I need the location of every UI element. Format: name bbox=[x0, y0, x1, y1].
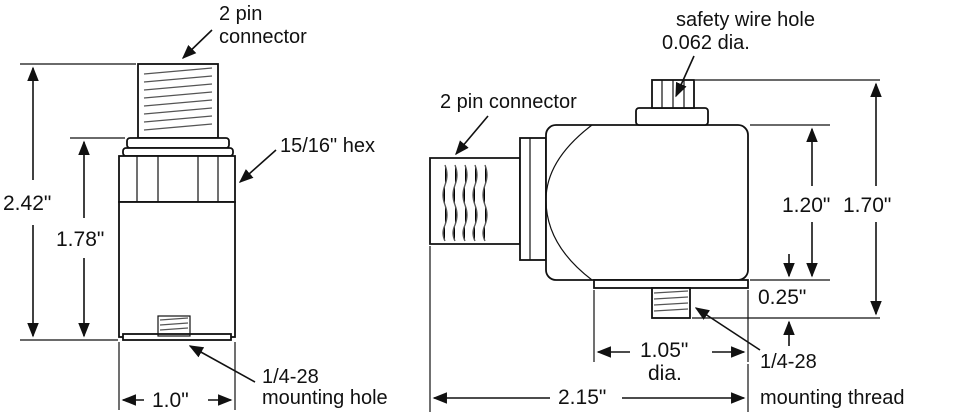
side-mount-leader bbox=[188, 345, 256, 383]
mounting-thread-label-line2: mounting thread bbox=[760, 387, 905, 409]
top-cap bbox=[635, 107, 709, 126]
safety-wire-leader bbox=[675, 55, 695, 98]
top-connector-threads bbox=[442, 164, 488, 242]
top-view: 1.70" 1.20" 0.25" 1.05" dia. 2.15" safet… bbox=[429, 9, 905, 412]
top-body bbox=[545, 124, 749, 281]
safety-wire-label-line2: 0.062 dia. bbox=[662, 32, 750, 54]
dim-text-1-05: 1.05" bbox=[640, 339, 688, 362]
side-mount-label-line1: 1/4-28 bbox=[262, 366, 319, 388]
side-collar bbox=[126, 137, 230, 149]
side-view: 2.42" 1.78" 1.0" 2 pin connector 15/16" … bbox=[3, 3, 388, 412]
side-base bbox=[122, 333, 232, 341]
mounting-thread-label-line1: 1/4-28 bbox=[760, 351, 817, 373]
top-base bbox=[593, 279, 749, 289]
top-connector-label: 2 pin connector bbox=[440, 91, 577, 113]
side-hex-leader bbox=[238, 149, 277, 183]
side-connector-leader bbox=[181, 29, 213, 60]
side-connector-threads bbox=[143, 67, 213, 131]
safety-wire-label-line1: safety wire hole bbox=[676, 9, 815, 31]
dim-text-1-78: 1.78" bbox=[56, 228, 104, 251]
dim-text-0-25: 0.25" bbox=[758, 286, 806, 309]
side-hex-label: 15/16" hex bbox=[280, 135, 375, 157]
side-connector-label-line1: 2 pin bbox=[219, 3, 262, 25]
side-mounting-hole bbox=[157, 315, 191, 337]
top-body-curve bbox=[545, 124, 593, 281]
side-mount-label-line2: mounting hole bbox=[262, 387, 388, 409]
dim-text-1-70: 1.70" bbox=[843, 194, 891, 217]
dim-text-1-20: 1.20" bbox=[782, 194, 830, 217]
top-connector-leader bbox=[455, 115, 489, 156]
side-body bbox=[118, 201, 236, 338]
dim-text-1-05-dia: dia. bbox=[648, 362, 682, 385]
top-flange bbox=[519, 137, 547, 261]
dim-text-2-15: 2.15" bbox=[558, 386, 606, 409]
side-collar-lower bbox=[122, 147, 234, 157]
dim-text-2-42: 2.42" bbox=[3, 192, 51, 215]
side-connector-label-line2: connector bbox=[219, 26, 307, 48]
dim-text-1-0: 1.0" bbox=[152, 389, 189, 412]
mounting-thread-leader bbox=[694, 307, 761, 351]
